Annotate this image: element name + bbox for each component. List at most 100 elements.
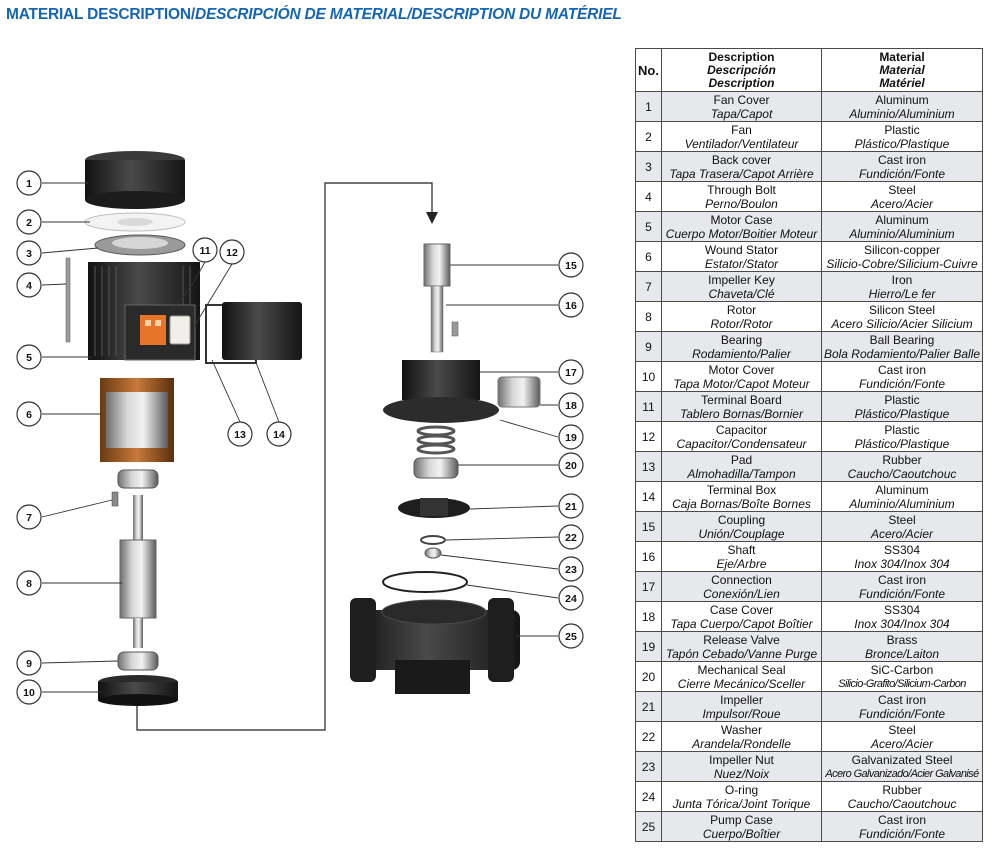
release-valve-part xyxy=(416,425,456,455)
material-translation: Inox 304/Inox 304 xyxy=(854,616,950,631)
callout-number: 1 xyxy=(26,178,32,190)
callout-number: 2 xyxy=(26,217,32,229)
description-translation: Tapa Cuerpo/Capot Boîtier xyxy=(670,616,813,631)
callout-number: 13 xyxy=(234,429,246,441)
row-number: 13 xyxy=(635,451,662,482)
callout-circle xyxy=(266,421,292,447)
material-en: Silicon Steel xyxy=(868,302,936,317)
material-translation: Fundición/Fonte xyxy=(858,826,946,841)
callout-number: 21 xyxy=(565,501,577,513)
row-number: 23 xyxy=(635,751,662,782)
impeller-key-part xyxy=(111,491,119,507)
material-en: Cast iron xyxy=(877,812,927,827)
row-number: 1 xyxy=(635,91,662,122)
callout-circle xyxy=(192,237,218,263)
callout-circle xyxy=(558,556,584,582)
header-material-fr: Matériel xyxy=(879,75,925,90)
o-ring-part xyxy=(382,571,468,593)
material-translation: Caucho/Caoutchouc xyxy=(847,466,957,481)
bearing-part xyxy=(117,651,159,671)
description-en: Bearing xyxy=(720,332,763,347)
row-number: 3 xyxy=(635,151,662,182)
material-en: Rubber xyxy=(882,452,922,467)
material-translation: Fundición/Fonte xyxy=(858,706,946,721)
description-en: Back cover xyxy=(711,152,772,167)
row-number: 25 xyxy=(635,811,662,842)
material-en: Cast iron xyxy=(877,572,927,587)
material-en: Steel xyxy=(888,722,916,737)
callout-number: 22 xyxy=(565,532,577,544)
capacitor-part xyxy=(169,315,191,345)
assembly-connector-line xyxy=(136,182,438,731)
row-number: 20 xyxy=(635,661,662,692)
description-en: Shaft xyxy=(727,542,756,557)
material-en: Aluminum xyxy=(875,92,929,107)
description-en: Coupling xyxy=(717,512,766,527)
description-en: Case Cover xyxy=(709,602,774,617)
material-en: Brass xyxy=(886,632,918,647)
callout-number: 3 xyxy=(26,248,32,260)
description-translation: Tapón Cebado/Vanne Purge xyxy=(665,646,818,661)
motor-case-part xyxy=(88,262,200,361)
material-en: Plastic xyxy=(884,392,920,407)
material-en: Plastic xyxy=(884,422,920,437)
material-en: Aluminum xyxy=(875,212,929,227)
header-no: No. xyxy=(635,48,662,92)
description-translation: Conexión/Lien xyxy=(703,586,780,601)
description-translation: Almohadilla/Tampon xyxy=(687,466,796,481)
row-number: 2 xyxy=(635,121,662,152)
fan-part xyxy=(84,212,186,232)
callout-number: 10 xyxy=(23,687,35,699)
material-translation: Acero/Acier xyxy=(870,196,934,211)
callout-circle xyxy=(16,170,42,196)
header-material-en: Material xyxy=(879,49,925,64)
material-translation: Aluminio/Aluminium xyxy=(849,226,955,241)
row-number: 17 xyxy=(635,571,662,602)
description-en: Connection xyxy=(711,572,772,587)
description-translation: Caja Bornas/Boîte Bornes xyxy=(672,496,811,511)
back-cover-part xyxy=(94,234,186,256)
page-title: MATERIAL DESCRIPTION/DESCRIPCIÓN DE MATE… xyxy=(6,6,622,24)
material-en: SiC-Carbon xyxy=(870,662,934,677)
callout-number: 25 xyxy=(565,631,577,643)
description-en: Impeller Key xyxy=(708,272,775,287)
material-translation: Acero/Acier xyxy=(870,736,934,751)
header-description-en: Description xyxy=(708,49,775,64)
callout-number: 19 xyxy=(565,432,577,444)
leader-lines xyxy=(41,182,559,693)
callout-number: 4 xyxy=(26,280,32,292)
bearing-upper-part xyxy=(117,469,159,489)
row-number: 21 xyxy=(635,691,662,722)
material-en: SS304 xyxy=(883,542,921,557)
description-en: Pad xyxy=(730,452,753,467)
